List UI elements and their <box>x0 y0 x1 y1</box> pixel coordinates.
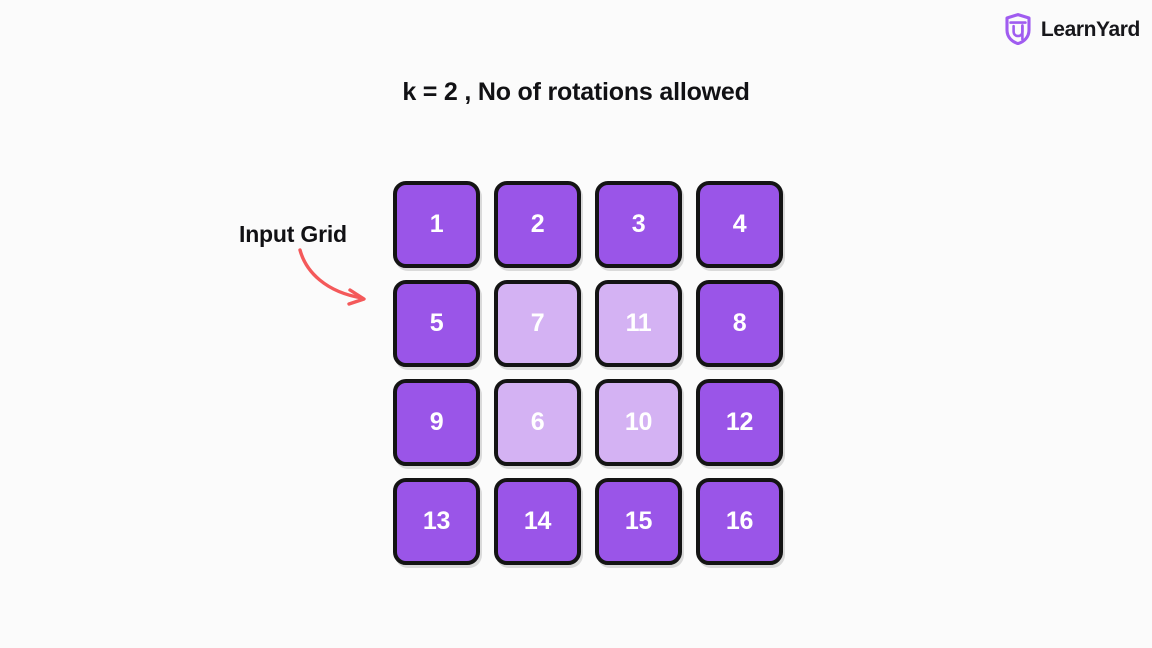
grid-cell-value: 12 <box>725 408 754 436</box>
grid-cell-value: 9 <box>429 408 444 436</box>
grid-cell-value: 6 <box>530 408 545 436</box>
shield-logo-icon <box>1005 13 1031 45</box>
grid-cell-value: 4 <box>732 210 747 238</box>
grid-cell-value: 16 <box>725 507 754 535</box>
input-grid-label: Input Grid <box>239 221 347 247</box>
grid-cell[interactable]: 5 <box>393 280 480 367</box>
grid-cell[interactable]: 12 <box>696 379 783 466</box>
grid-cell-value: 14 <box>523 507 552 535</box>
grid-cell[interactable]: 15 <box>595 478 682 565</box>
grid-cell[interactable]: 3 <box>595 181 682 268</box>
grid-cell[interactable]: 13 <box>393 478 480 565</box>
grid-cell[interactable]: 14 <box>494 478 581 565</box>
grid-cell-value: 1 <box>429 210 444 238</box>
grid-cell[interactable]: 2 <box>494 181 581 268</box>
page-title: k = 2 , No of rotations allowed <box>402 78 750 106</box>
grid-cell-value: 5 <box>429 309 444 337</box>
curved-arrow-icon <box>298 248 366 306</box>
grid-cell[interactable]: 8 <box>696 280 783 367</box>
grid-cell-value: 15 <box>624 507 653 535</box>
grid-cell-value: 10 <box>624 408 653 436</box>
grid-cell[interactable]: 11 <box>595 280 682 367</box>
grid-cell[interactable]: 6 <box>494 379 581 466</box>
grid-cell[interactable]: 10 <box>595 379 682 466</box>
grid-cell[interactable]: 4 <box>696 181 783 268</box>
brand-logo: LearnYard <box>1003 13 1140 45</box>
grid-cell[interactable]: 9 <box>393 379 480 466</box>
grid-cell-value: 13 <box>422 507 451 535</box>
input-grid: 1 2 3 4 5 7 11 8 9 6 10 12 13 14 15 16 <box>393 181 783 565</box>
grid-cell-value: 3 <box>631 210 646 238</box>
grid-cell-value: 2 <box>530 210 545 238</box>
grid-cell-value: 8 <box>732 309 747 337</box>
grid-cell[interactable]: 7 <box>494 280 581 367</box>
grid-cell[interactable]: 1 <box>393 181 480 268</box>
brand-name: LearnYard <box>1040 17 1141 41</box>
grid-cell-value: 7 <box>530 309 545 337</box>
grid-cell-value: 11 <box>625 309 652 337</box>
grid-cell[interactable]: 16 <box>696 478 783 565</box>
